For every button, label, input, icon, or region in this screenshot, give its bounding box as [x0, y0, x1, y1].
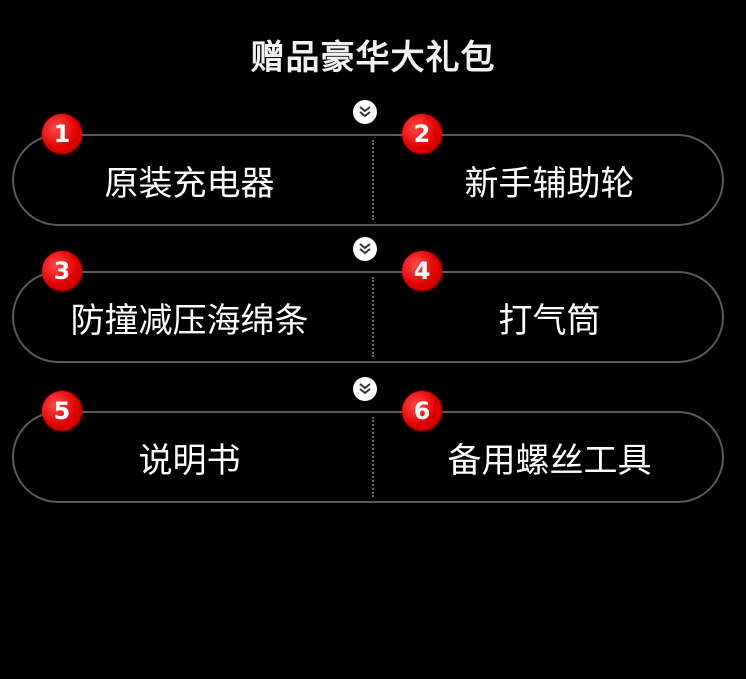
gift-row-2: 3 防撞减压海绵条 4 打气筒	[12, 251, 724, 363]
item-number-badge: 3	[42, 251, 82, 291]
double-chevron-down-icon	[353, 237, 377, 261]
item-number-badge: 1	[42, 114, 82, 154]
gift-item-manual: 说明书	[138, 440, 241, 481]
gift-row-3: 5 说明书 6 备用螺丝工具	[12, 391, 724, 503]
gift-item-foam-strip: 防撞减压海绵条	[70, 300, 309, 341]
row-divider	[372, 277, 374, 357]
gift-item-training-wheels: 新手辅助轮	[464, 163, 635, 204]
gift-row-frame	[12, 134, 724, 226]
gift-item-screw-tools: 备用螺丝工具	[447, 440, 652, 481]
row-divider	[372, 140, 374, 220]
double-chevron-down-icon	[353, 100, 377, 124]
gift-item-charger: 原装充电器	[104, 163, 275, 204]
item-number-badge: 5	[42, 391, 82, 431]
item-number-badge: 2	[402, 114, 442, 154]
row-divider	[372, 417, 374, 497]
double-chevron-down-icon	[353, 377, 377, 401]
page-title: 赠品豪华大礼包	[250, 38, 496, 78]
gift-row-frame	[12, 411, 724, 503]
gift-item-air-pump: 打气筒	[498, 300, 601, 341]
gift-row-1: 1 原装充电器 2 新手辅助轮	[12, 114, 724, 226]
item-number-badge: 4	[402, 251, 442, 291]
gift-row-frame	[12, 271, 724, 363]
item-number-badge: 6	[402, 391, 442, 431]
